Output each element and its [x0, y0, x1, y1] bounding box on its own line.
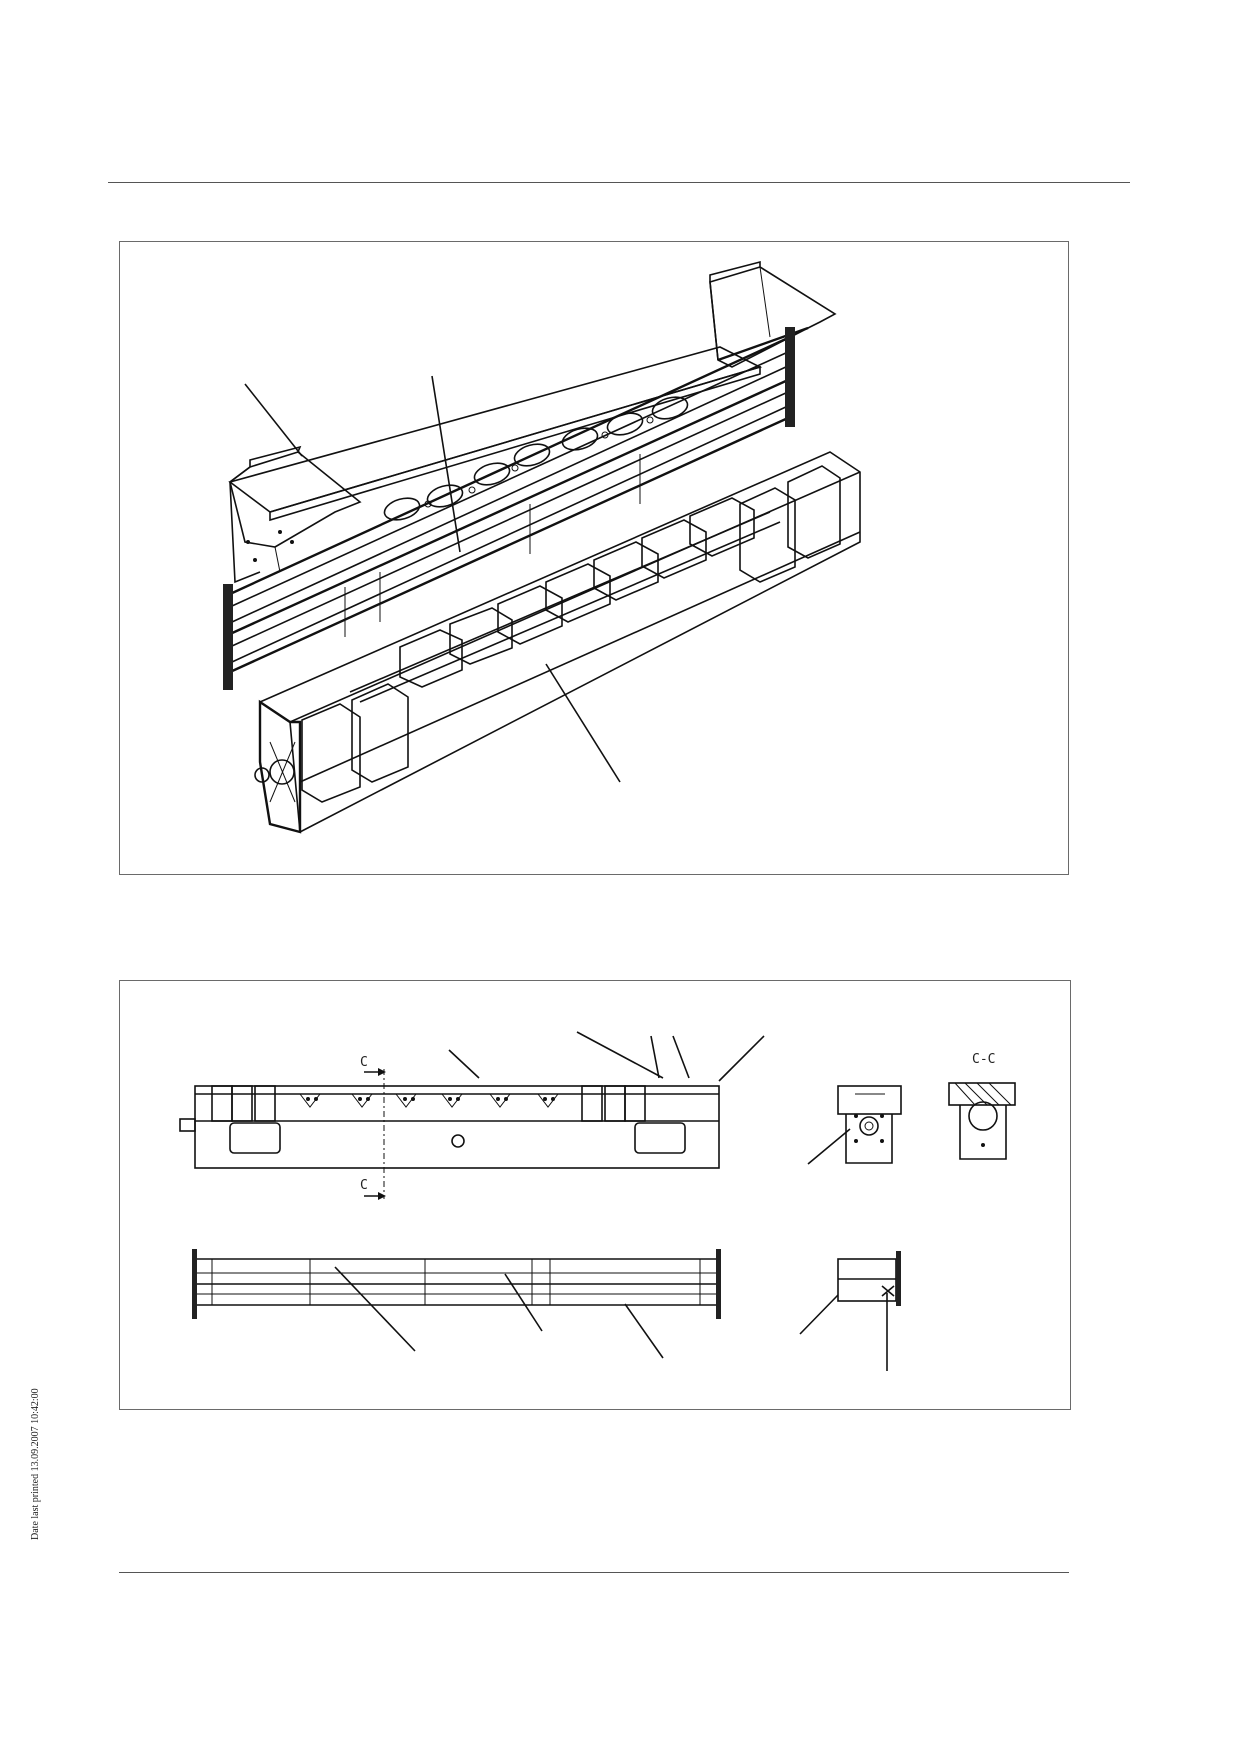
cut-label-bottom: C	[360, 1178, 368, 1193]
leader-lines	[244, 375, 621, 783]
header-rule	[108, 182, 1130, 183]
isometric-drawing	[223, 260, 861, 834]
isometric-drawing-panel	[119, 241, 1069, 875]
rail-frame	[223, 327, 795, 690]
section-cc-view: C-C	[948, 1052, 1016, 1160]
pad-housing	[254, 451, 861, 834]
pads	[399, 497, 755, 688]
leader-lines-bottom	[334, 1031, 888, 1371]
orthographic-drawing-panel: C C C-C	[119, 980, 1071, 1410]
cut-label-top: C	[360, 1055, 368, 1070]
tooth-marks	[299, 1093, 559, 1108]
end-view	[837, 1085, 902, 1164]
plan-view-rail	[192, 1249, 721, 1319]
footer-rule	[119, 1572, 1069, 1573]
clamp-blocks	[301, 465, 841, 803]
left-end-bracket	[229, 445, 362, 584]
section-view-label: C-C	[972, 1052, 995, 1067]
upper-beam	[228, 346, 763, 522]
orthographic-drawing: C C C-C	[179, 1031, 1016, 1371]
print-date-note: Date last printed 13.09.2007 10:42:00	[30, 1388, 41, 1540]
front-elevation-view: C C	[179, 1055, 720, 1200]
